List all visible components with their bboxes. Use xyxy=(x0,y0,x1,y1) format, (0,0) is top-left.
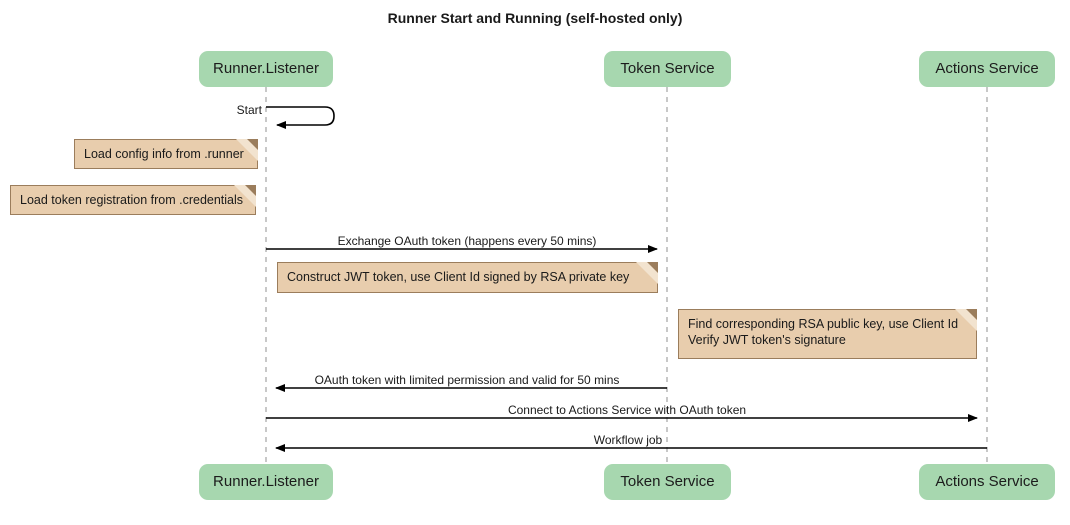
participant-runner-bottom[interactable]: Runner.Listener xyxy=(199,464,333,500)
message-arrows-group xyxy=(266,106,987,452)
lifelines-group xyxy=(265,87,988,466)
note-fold-edge-icon xyxy=(245,185,256,196)
message-label-exchange-oauth-token: Exchange OAuth token (happens every 50 m… xyxy=(337,234,597,248)
participant-actions-bottom[interactable]: Actions Service xyxy=(919,464,1055,500)
participant-runner-top[interactable]: Runner.Listener xyxy=(199,51,333,87)
participant-actions-top[interactable]: Actions Service xyxy=(919,51,1055,87)
message-start xyxy=(266,106,335,129)
note-fold-edge-icon xyxy=(966,309,977,320)
note-text: Find corresponding RSA public key, use C… xyxy=(688,317,959,347)
note-text: Construct JWT token, use Client Id signe… xyxy=(287,270,630,284)
note-verify-jwt-token: Find corresponding RSA public key, use C… xyxy=(678,309,977,359)
note-load-token-registration: Load token registration from .credential… xyxy=(10,185,256,215)
participant-token-bottom[interactable]: Token Service xyxy=(604,464,731,500)
message-label-workflow-job: Workflow job xyxy=(593,433,663,447)
message-label-oauth-token-reply: OAuth token with limited permission and … xyxy=(314,373,620,387)
diagram-title: Runner Start and Running (self-hosted on… xyxy=(387,10,683,26)
note-text: Load token registration from .credential… xyxy=(20,193,244,207)
participant-token-top[interactable]: Token Service xyxy=(604,51,731,87)
note-fold-edge-icon xyxy=(247,139,258,150)
message-label-connect-to-actions-service: Connect to Actions Service with OAuth to… xyxy=(507,403,747,417)
note-load-config-info: Load config info from .runner xyxy=(74,139,258,169)
note-construct-jwt-token: Construct JWT token, use Client Id signe… xyxy=(277,262,658,293)
note-text: Load config info from .runner xyxy=(84,147,244,161)
note-fold-edge-icon xyxy=(647,262,658,273)
message-label-start: Start xyxy=(236,103,262,117)
